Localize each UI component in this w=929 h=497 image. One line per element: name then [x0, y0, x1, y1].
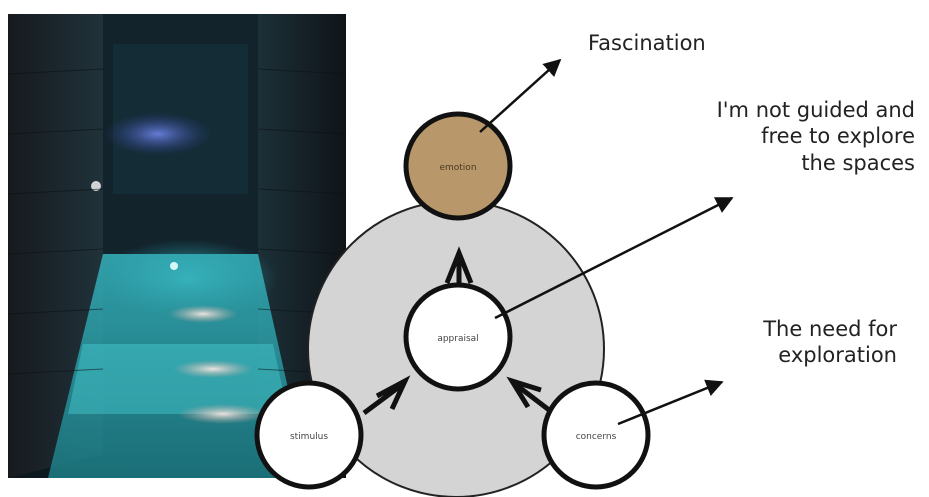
annotation-need-line1: The need for — [763, 317, 897, 341]
arrow-stimulus-to-appraisal-shaft — [362, 381, 405, 416]
annotation-guided-line2: free to explore — [761, 124, 915, 149]
annotation-guided-line3: the spaces — [801, 150, 915, 175]
arrow-stimulus-to-appraisal — [375, 375, 411, 411]
concerns-node-label: concerns — [576, 432, 617, 442]
annotation-arrow-guided — [494, 196, 734, 320]
emotion-node-label: emotion — [439, 163, 476, 173]
annotation-need: The need for exploration — [763, 316, 897, 369]
annotation-need-line2: exploration — [778, 343, 897, 368]
appraisal-node — [403, 282, 513, 392]
annotation-arrow-need — [617, 379, 724, 426]
stimulus-node-label: stimulus — [290, 432, 328, 442]
annotation-fascination-text: Fascination — [588, 31, 706, 55]
emotion-node — [403, 111, 513, 221]
annotation-fascination: Fascination — [588, 30, 706, 56]
corridor-pool-photo — [8, 14, 346, 478]
arrow-concerns-to-appraisal-shaft — [513, 382, 555, 415]
photo-graphic — [8, 14, 346, 478]
concerns-node — [541, 380, 651, 490]
annotation-guided-line1: I'm not guided and — [716, 98, 915, 122]
stimulus-node — [254, 380, 364, 490]
annotation-arrow-fascination — [479, 58, 562, 133]
arrow-concerns-to-appraisal — [506, 376, 542, 409]
arrow-appraisal-to-emotion — [444, 246, 474, 284]
annotation-guided: I'm not guided and free to explore the s… — [717, 97, 915, 176]
appraisal-node-label: appraisal — [437, 334, 478, 344]
